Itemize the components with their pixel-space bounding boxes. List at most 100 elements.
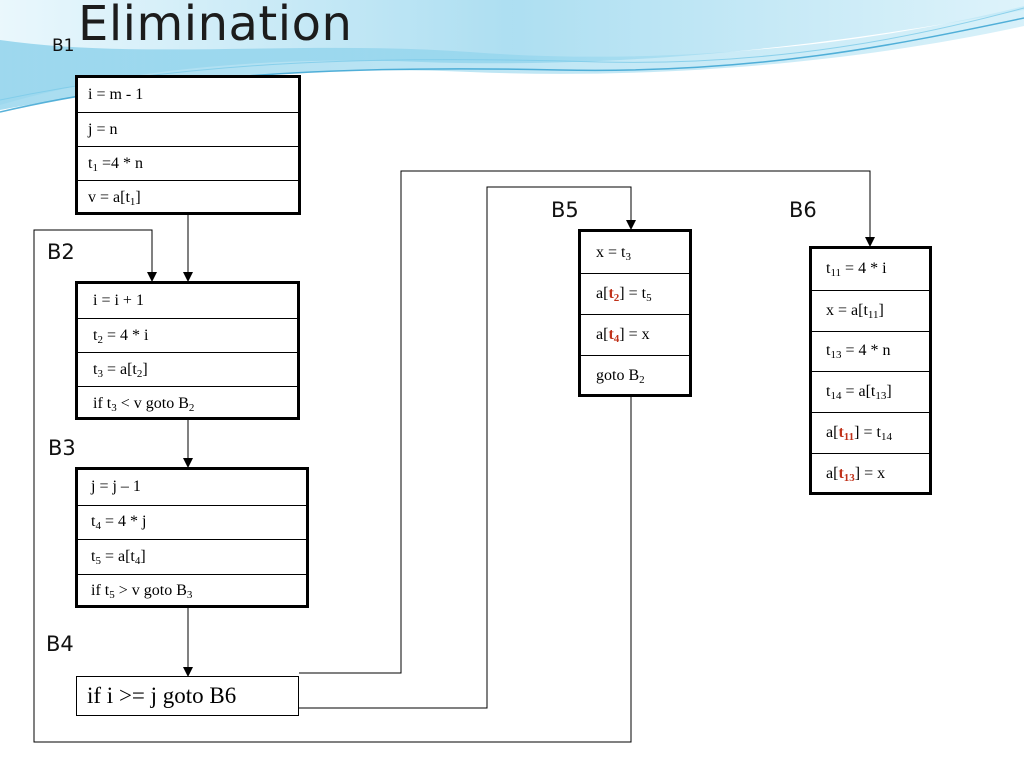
stmt-text: x = t3 — [596, 243, 631, 263]
stmt-subscript: 4 — [613, 333, 620, 345]
block-label-b5: B5 — [551, 198, 579, 222]
stmt-subscript: 4 — [134, 554, 141, 567]
block-label-b2: B2 — [47, 240, 75, 264]
stmt-text: a[t2] = t5 — [596, 285, 652, 304]
stmt-row: goto B2 — [581, 355, 689, 396]
stmt-subscript: 14 — [830, 390, 842, 403]
stmt-row: if i >= j goto B6 — [77, 677, 298, 715]
stmt-subscript: 13 — [875, 390, 887, 403]
slide-title: Elimination — [78, 0, 353, 52]
stmt-part: > v goto B — [114, 582, 187, 600]
stmt-row: t11 = 4 * i — [812, 249, 929, 290]
stmt-row: t2 = 4 * i — [78, 318, 297, 352]
block-label-b3: B3 — [48, 436, 76, 460]
stmt-subscript: 2 — [188, 401, 195, 414]
stmt-part: =4 * n — [97, 154, 143, 172]
stmt-part: if t — [91, 582, 110, 600]
stmt-part: ] — [142, 360, 148, 378]
stmt-row: t1 =4 * n — [78, 146, 298, 180]
stmt-subscript: 5 — [109, 589, 115, 602]
stmt-subscript: 4 — [95, 520, 101, 533]
stmt-subscript: 2 — [613, 292, 620, 304]
stmt-part: a[ — [596, 285, 609, 302]
stmt-part: ] — [140, 547, 146, 565]
stmt-subscript: 14 — [880, 431, 892, 444]
stmt-part: t — [91, 547, 96, 565]
stmt-part: t — [826, 260, 831, 278]
stmt-row: t13 = 4 * n — [812, 330, 929, 372]
stmt-part: v = a[t — [88, 188, 130, 206]
stmt-part: ] — [878, 301, 884, 319]
edge-b4-b5 — [299, 186, 636, 709]
stmt-part: ] = t — [854, 424, 881, 442]
block-label-b1: B1 — [52, 36, 75, 56]
stmt-text: if t5 > v goto B3 — [91, 582, 193, 602]
stmt-part: = 4 * i — [841, 260, 887, 278]
stmt-part: ] = x — [854, 464, 886, 482]
stmt-text: a[t4] = x — [596, 326, 650, 345]
stmt-row: i = m - 1 — [78, 78, 298, 112]
stmt-text: v = a[t1] — [88, 188, 141, 208]
stmt-part: a[ — [826, 424, 839, 442]
stmt-part: t — [93, 360, 98, 378]
stmt-text: i = i + 1 — [93, 292, 144, 309]
stmt-part: t — [88, 154, 93, 172]
stmt-row: if t5 > v goto B3 — [78, 573, 306, 609]
stmt-row: i = i + 1 — [78, 284, 297, 318]
stmt-row: x = t3 — [581, 232, 689, 273]
stmt-part: t — [93, 326, 98, 344]
stmt-part: < v goto B — [116, 394, 189, 412]
stmt-text: j = j – 1 — [91, 478, 141, 496]
block-label-b4: B4 — [46, 632, 74, 656]
stmt-row: t4 = 4 * j — [78, 504, 306, 540]
stmt-row: x = a[t11] — [812, 289, 929, 331]
stmt-row: t14 = a[t13] — [812, 371, 929, 412]
stmt-part: = 4 * i — [102, 326, 149, 344]
stmt-row: if t3 < v goto B2 — [78, 386, 297, 420]
stmt-subscript: 13 — [843, 471, 855, 484]
stmt-part: a[ — [596, 326, 609, 343]
stmt-subscript: 11 — [843, 431, 855, 444]
stmt-part: t — [838, 424, 844, 442]
stmt-subscript: 3 — [111, 401, 117, 414]
stmt-row: a[t13] = x — [812, 452, 929, 494]
stmt-part: ] = t — [619, 285, 647, 302]
stmt-text: goto B2 — [596, 367, 645, 386]
stmt-part: = a[t — [102, 360, 137, 378]
stmt-subscript: 5 — [646, 292, 652, 304]
stmt-row: j = n — [78, 112, 298, 146]
stmt-part: x = a[t — [826, 301, 868, 319]
basic-block-b4: if i >= j goto B6 — [76, 676, 299, 716]
highlighted-temp: t13 — [838, 465, 855, 484]
stmt-text: i = m - 1 — [88, 86, 144, 103]
stmt-text: x = a[t11] — [826, 301, 884, 321]
stmt-part: t — [608, 285, 614, 302]
stmt-row: t5 = a[t4] — [78, 539, 306, 574]
stmt-text: t14 = a[t13] — [826, 383, 892, 403]
stmt-part: t — [826, 342, 831, 360]
highlighted-temp: t11 — [838, 424, 855, 444]
stmt-subscript: 2 — [136, 367, 143, 380]
stmt-text: a[t11] = t14 — [826, 424, 892, 444]
basic-block-b5: x = t3 a[t2] = t5 a[t4] = x goto B2 — [578, 229, 692, 397]
stmt-text: t11 = 4 * i — [826, 260, 887, 279]
stmt-part: = 4 * n — [841, 342, 891, 360]
stmt-subscript: 3 — [186, 589, 193, 602]
stmt-part: ] — [135, 188, 141, 206]
stmt-part: x = t — [596, 243, 626, 261]
stmt-subscript: 1 — [129, 195, 136, 208]
stmt-part: goto B — [596, 367, 640, 384]
basic-block-b2: i = i + 1 t2 = 4 * i t3 = a[t2] if t3 < … — [75, 281, 300, 420]
highlighted-temp: t2 — [608, 285, 620, 304]
stmt-text: t2 = 4 * i — [93, 326, 149, 346]
stmt-text: if i >= j goto B6 — [87, 683, 237, 708]
basic-block-b1: i = m - 1 j = n t1 =4 * n v = a[t1] — [75, 75, 301, 215]
stmt-text: a[t13] = x — [826, 464, 886, 484]
stmt-text: t3 = a[t2] — [93, 360, 148, 380]
stmt-part: t — [608, 326, 614, 343]
stmt-subscript: 1 — [92, 161, 98, 174]
basic-block-b3: j = j – 1 t4 = 4 * j t5 = a[t4] if t5 > … — [75, 467, 309, 608]
stmt-part: ] — [886, 383, 892, 401]
stmt-text: j = n — [88, 120, 118, 138]
